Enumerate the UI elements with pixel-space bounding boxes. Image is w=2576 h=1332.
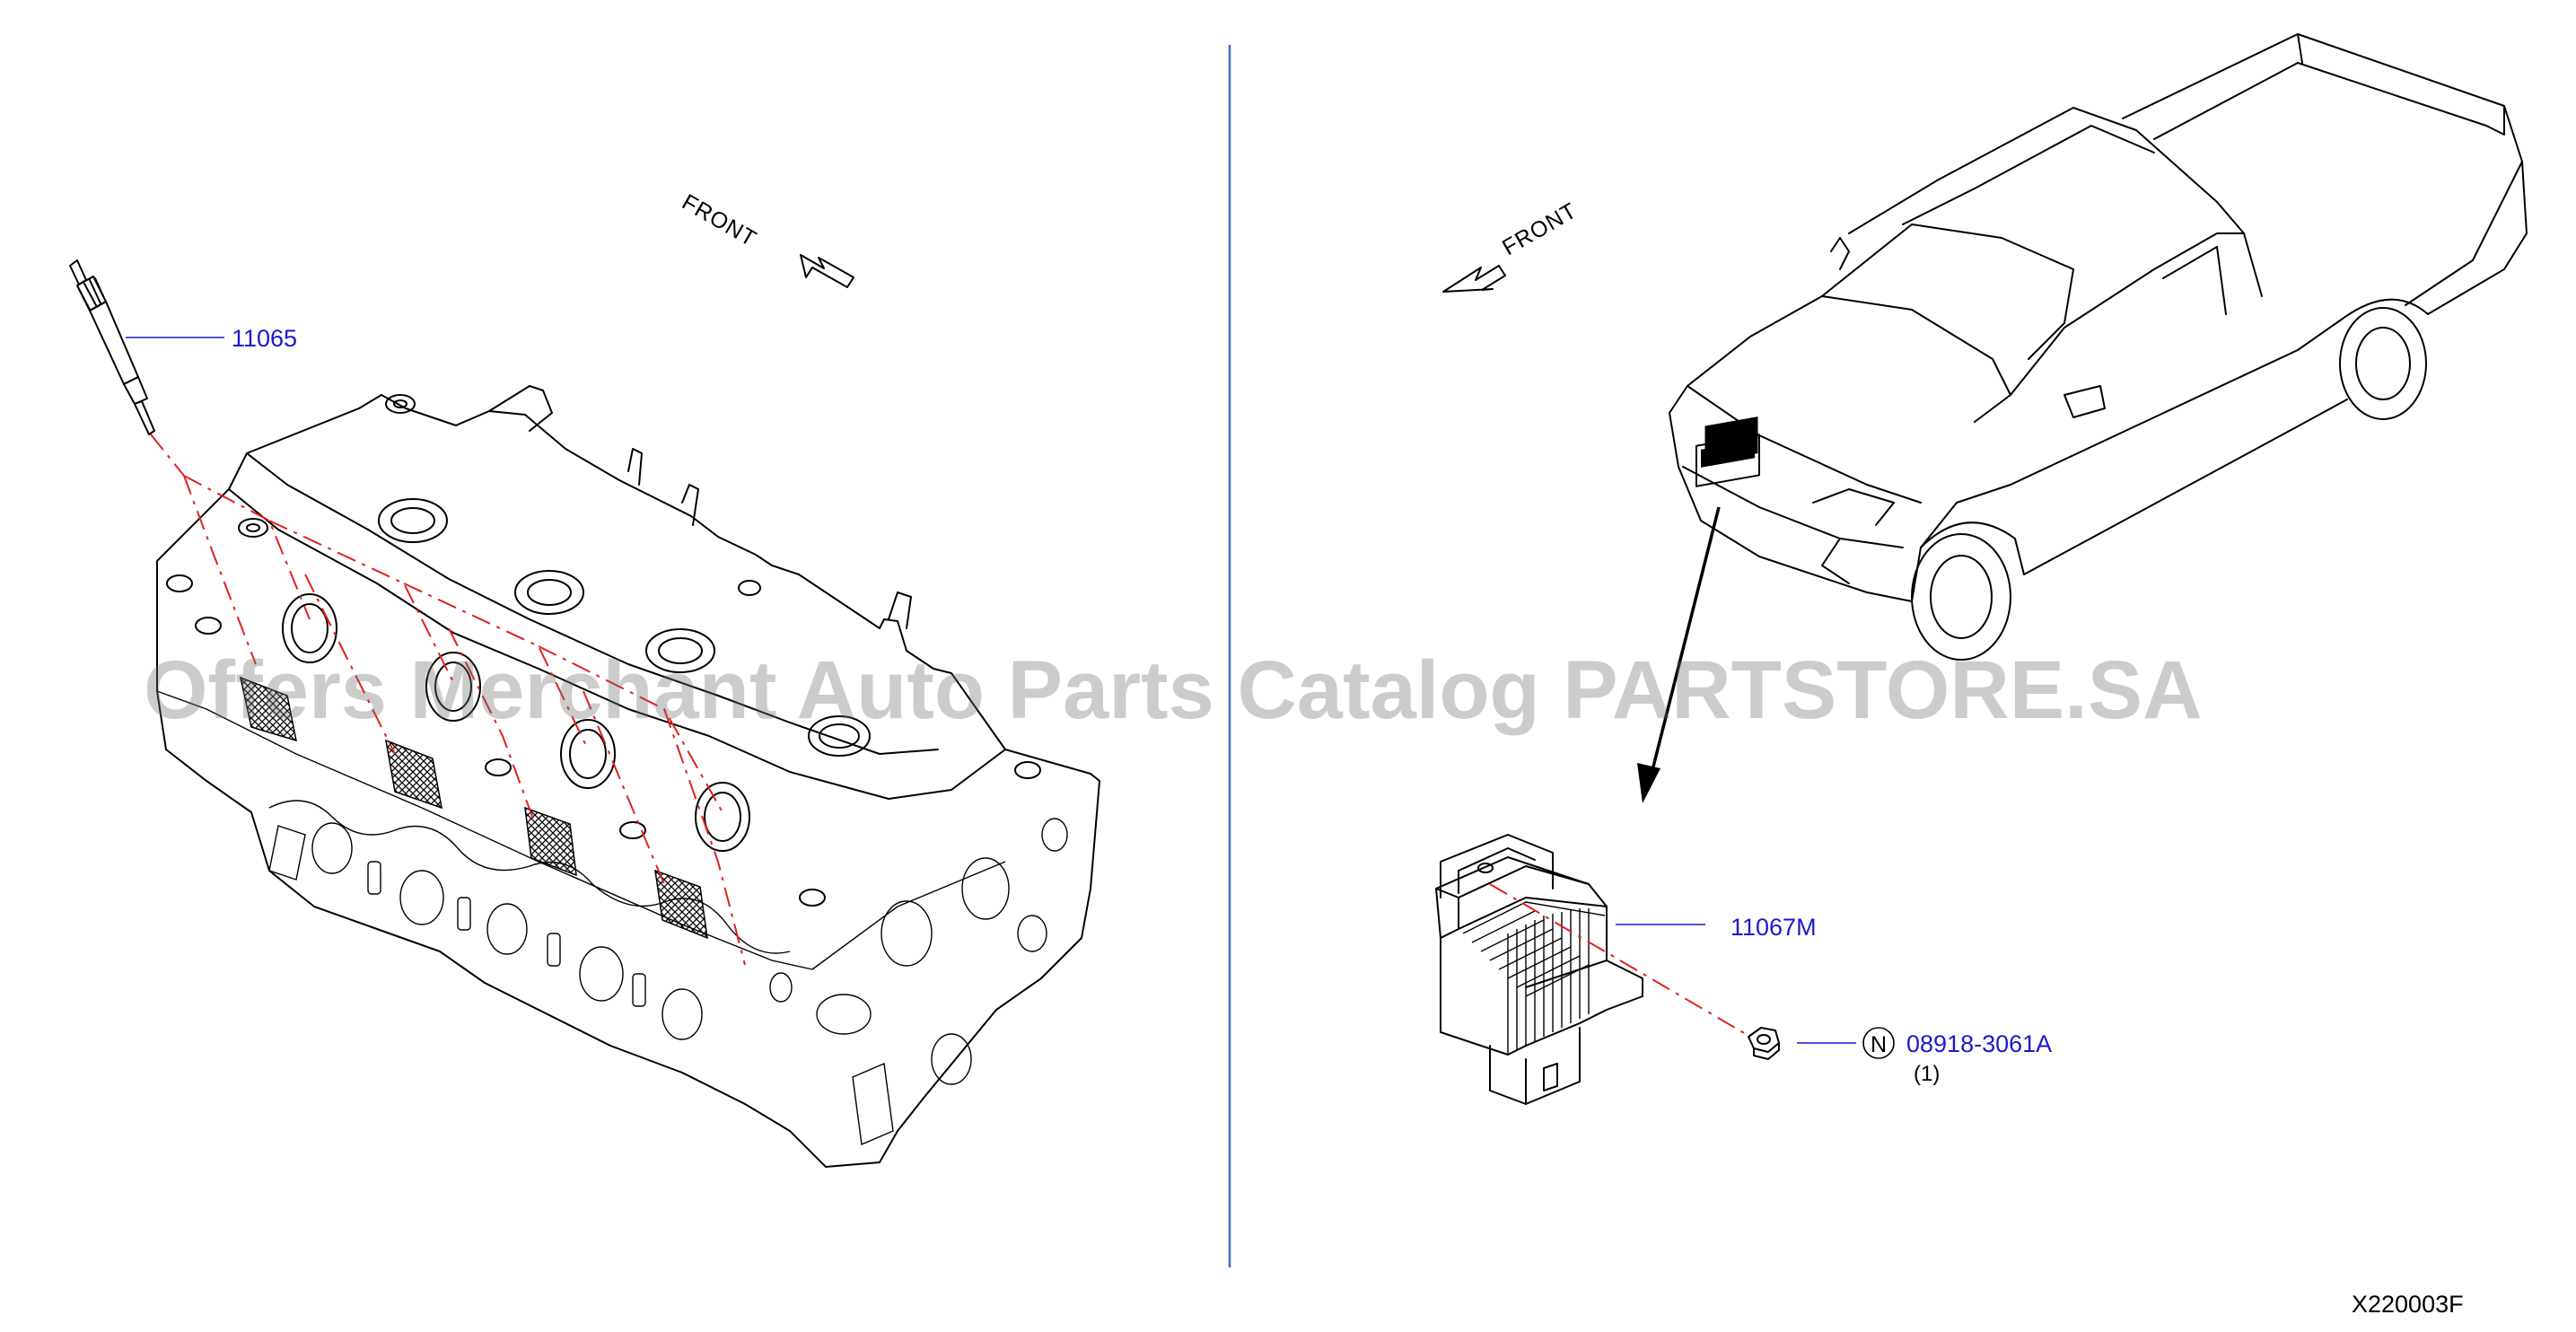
controller-location-marker <box>1695 416 1760 487</box>
nut <box>1748 1027 1780 1060</box>
cylinder-head <box>156 385 1100 1168</box>
controller-part-number[interactable]: 11067M <box>1730 914 1817 941</box>
glow-plug-part-number[interactable]: 11065 <box>232 325 297 352</box>
nut-part-number[interactable]: 08918-3061A <box>1906 1030 2052 1057</box>
front-label-right: FRONT <box>1498 197 1582 260</box>
nut-install-line <box>1489 883 1751 1038</box>
glow-plug-install-line <box>150 434 185 477</box>
glow-control-unit <box>1435 834 1643 1105</box>
left-panel: FRONT <box>69 189 1100 1168</box>
pickup-truck <box>1669 33 2528 661</box>
front-arrow-left-icon <box>800 254 854 288</box>
front-label-left: FRONT <box>678 189 761 252</box>
location-arrow <box>1648 506 1721 782</box>
nut-symbol-circle <box>1862 1027 1895 1059</box>
glow-plug-pocket-3 <box>524 806 577 877</box>
glow-plug-pocket-2 <box>385 739 442 810</box>
glow-plug-pocket-1 <box>239 676 297 742</box>
front-indicator-left: FRONT <box>678 189 854 288</box>
diagram-code: X220003F <box>2352 1291 2464 1318</box>
watermark: Offers Merchant Auto Parts Catalog PARTS… <box>144 644 2203 736</box>
glow-plug-position-lines <box>183 475 746 966</box>
nut-symbol: N <box>1871 1032 1887 1057</box>
front-arrow-right-icon <box>1442 265 1506 293</box>
location-arrowhead-icon <box>1637 763 1660 803</box>
front-indicator-right: FRONT <box>1442 197 1582 293</box>
right-panel: FRONT <box>1435 33 2528 1105</box>
nut-quantity: (1) <box>1914 1062 1940 1086</box>
glow-plug <box>69 259 155 435</box>
